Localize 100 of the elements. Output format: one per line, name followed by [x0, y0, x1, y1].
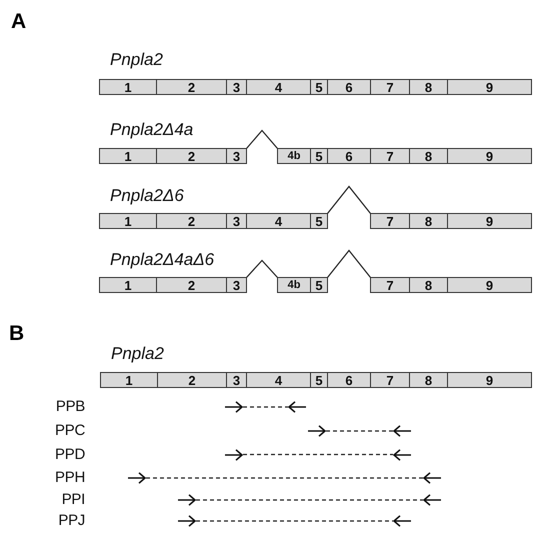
- exon-box: [226, 372, 247, 388]
- exon-number: 8: [424, 278, 432, 292]
- exon-number: 1: [124, 278, 132, 292]
- exon-box: [310, 372, 328, 388]
- right-arrow-icon: [178, 494, 196, 506]
- exon-box: [310, 277, 328, 293]
- exon-number: 5: [315, 278, 323, 292]
- right-arrow-icon: [178, 515, 196, 527]
- exon-box: [447, 148, 532, 164]
- exon-number: 4: [274, 374, 282, 386]
- exon-box: [156, 79, 227, 95]
- exon-box: [409, 79, 448, 95]
- exon-number: 6: [345, 150, 353, 162]
- exon-box: [370, 148, 410, 164]
- exon-box: [226, 277, 247, 293]
- exon-box: [99, 213, 157, 229]
- splice-line: [246, 130, 278, 149]
- exon-box: [99, 277, 157, 293]
- exon-number: 9: [486, 278, 494, 292]
- exon-box: [370, 79, 410, 95]
- primer-name: PPB: [56, 399, 85, 416]
- primer-name: PPH: [55, 470, 85, 486]
- right-arrow-icon: [225, 401, 243, 413]
- primer-name: PPJ: [58, 513, 85, 530]
- right-arrow-icon: [225, 448, 243, 460]
- exon-box: [226, 148, 247, 164]
- exon-number: 4: [274, 80, 282, 94]
- exon-box: [409, 372, 448, 388]
- exon-number: 4: [274, 214, 282, 228]
- exon-box: [310, 148, 328, 164]
- exon-box: [156, 277, 227, 293]
- exon-box: [327, 79, 371, 95]
- exon-number: 9: [486, 214, 494, 228]
- exon-box: [310, 213, 328, 229]
- exon-number: 6: [345, 374, 353, 386]
- exon-box: [370, 277, 410, 293]
- exon-number: 1: [124, 214, 132, 228]
- exon-number: 2: [188, 214, 196, 228]
- gene-name: Pnpla2Δ4aΔ6: [110, 251, 214, 270]
- exon-number: 7: [386, 374, 394, 386]
- gene-name: Pnpla2: [111, 345, 164, 364]
- exon-box: [370, 372, 410, 388]
- left-arrow-icon: [393, 448, 411, 460]
- exon-number: 1: [124, 80, 132, 94]
- exon-box: [409, 277, 448, 293]
- exon-number: 8: [424, 374, 432, 386]
- exon-number: 8: [424, 214, 432, 228]
- exon-number: 9: [486, 150, 494, 162]
- exon-number: 2: [188, 80, 196, 94]
- right-arrow-icon: [308, 425, 326, 437]
- dashed-line: [326, 430, 393, 432]
- exon-number: 3: [232, 214, 240, 228]
- exon-number: 7: [386, 278, 394, 292]
- exon-box: [277, 277, 311, 293]
- exon-number: 1: [125, 374, 133, 386]
- dashed-line: [243, 406, 288, 408]
- exon-box: [447, 372, 532, 388]
- exon-box: [246, 213, 311, 229]
- exon-number: 2: [188, 374, 196, 386]
- exon-number: 8: [424, 150, 432, 162]
- exon-number: 4b: [288, 280, 300, 290]
- exon-number: 2: [188, 150, 196, 162]
- exon-number: 2: [188, 278, 196, 292]
- exon-box: [327, 148, 371, 164]
- splice-line: [327, 250, 371, 278]
- exon-number: 3: [232, 80, 240, 94]
- exon-box: [156, 213, 227, 229]
- exon-number: 5: [315, 150, 323, 162]
- primer-name: PPC: [55, 423, 85, 440]
- exon-box: [157, 372, 227, 388]
- splice-line: [246, 260, 278, 278]
- exon-box: [99, 79, 157, 95]
- dashed-line: [146, 477, 423, 479]
- exon-box: [447, 213, 532, 229]
- exon-box: [99, 148, 157, 164]
- gene-name: Pnpla2Δ6: [110, 187, 184, 206]
- exon-number: 9: [486, 80, 494, 94]
- exon-box: [246, 372, 311, 388]
- exon-box: [246, 79, 311, 95]
- exon-box: [226, 213, 247, 229]
- exon-box: [447, 79, 532, 95]
- exon-box: [409, 213, 448, 229]
- exon-number: 6: [345, 80, 353, 94]
- exon-number: 3: [232, 150, 240, 162]
- left-arrow-icon: [423, 472, 441, 484]
- exon-box: [409, 148, 448, 164]
- dashed-line: [196, 520, 393, 522]
- exon-number: 7: [386, 214, 394, 228]
- left-arrow-icon: [288, 401, 306, 413]
- exon-box: [327, 372, 371, 388]
- exon-number: 7: [386, 150, 394, 162]
- exon-number: 5: [315, 374, 323, 386]
- exon-number: 3: [232, 278, 240, 292]
- left-arrow-icon: [393, 515, 411, 527]
- exon-number: 3: [232, 374, 240, 386]
- primer-name: PPD: [55, 446, 85, 463]
- exon-box: [100, 372, 158, 388]
- exon-number: 5: [315, 80, 323, 94]
- panel-letter: A: [11, 10, 26, 34]
- panel-letter: B: [9, 322, 24, 346]
